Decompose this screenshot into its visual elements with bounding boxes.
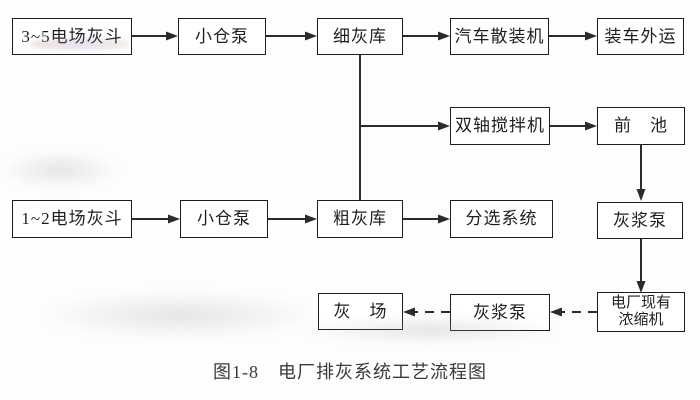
- node-coarse-ash-silo: 粗灰库: [317, 200, 403, 238]
- arrow-fine-silo-to-loader: [403, 31, 450, 41]
- node-ash-yard: 灰 场: [318, 293, 403, 330]
- node-sorting-system: 分选系统: [450, 200, 553, 238]
- arrow-pump-to-fine-silo: [266, 31, 317, 41]
- arrow-hopper35-to-pump: [132, 31, 178, 41]
- dashed-arrow-thickener-to-slurry-pump: [550, 307, 597, 317]
- node-fine-ash-silo: 细灰库: [317, 18, 403, 55]
- arrow-hopper12-to-pump: [132, 214, 180, 224]
- node-load-and-ship-out: 装车外运: [597, 18, 684, 55]
- arrow-forepool-to-slurry-pump: [636, 145, 646, 201]
- arrow-trunk-to-mixer: [360, 121, 450, 131]
- node-esp-hopper-3-5: 3~5电场灰斗: [12, 18, 132, 55]
- arrow-loader-to-shipout: [549, 31, 597, 41]
- node-fore-pool: 前 池: [597, 107, 685, 145]
- figure-caption: 图1-8 电厂排灰系统工艺流程图: [213, 362, 487, 382]
- arrow-coarse-silo-to-sorting: [403, 214, 450, 224]
- node-silo-pump-bottom: 小仓泵: [180, 200, 268, 238]
- arrow-mixer-to-forepool: [550, 121, 597, 131]
- arrow-slurry-pump-to-thickener: [636, 239, 646, 293]
- arrow-pump-to-coarse-silo: [268, 214, 317, 224]
- node-ash-slurry-pump-right: 灰浆泵: [597, 202, 683, 239]
- node-esp-hopper-1-2: 1~2电场灰斗: [12, 200, 132, 238]
- dashed-arrow-slurry-pump-to-ash-yard: [403, 307, 450, 317]
- node-twin-shaft-mixer: 双轴搅拌机: [450, 107, 550, 145]
- node-ash-slurry-pump-bottom: 灰浆泵: [450, 294, 550, 331]
- node-truck-bulk-loader: 汽车散装机: [450, 18, 549, 55]
- node-existing-thickener: 电厂现有 浓缩机: [597, 292, 685, 332]
- node-silo-pump-top: 小仓泵: [178, 18, 266, 55]
